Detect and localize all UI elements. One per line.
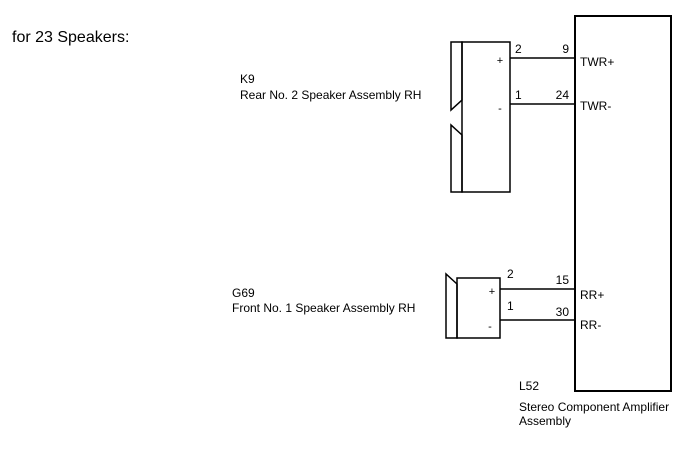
signal-twr-plus: TWR+ — [580, 55, 614, 69]
diagram-heading: for 23 Speakers: — [12, 29, 129, 46]
g69-plus-sign: + — [489, 286, 495, 298]
amp-pin-24: 24 — [556, 88, 570, 102]
k9-name: Rear No. 2 Speaker Assembly RH — [240, 88, 421, 102]
g69-code: G69 — [232, 286, 255, 300]
k9-code: K9 — [240, 72, 255, 86]
k9-connector-body — [461, 41, 511, 193]
k9-pin-1: 1 — [515, 88, 522, 102]
l52-code: L52 — [519, 379, 539, 393]
signal-rr-minus: RR- — [580, 318, 601, 332]
g69-pin-1: 1 — [507, 299, 514, 313]
g69-cone-icon — [445, 272, 458, 339]
amplifier-box — [574, 15, 672, 392]
amp-pin-9: 9 — [562, 42, 569, 56]
amp-pin-15: 15 — [556, 273, 570, 287]
k9-speaker: + - — [450, 41, 511, 193]
g69-speaker: + - — [445, 272, 501, 339]
g69-minus-sign: - — [488, 321, 492, 333]
signal-twr-minus: TWR- — [580, 99, 611, 113]
k9-cone-upper-icon — [450, 41, 463, 112]
amp-pin-30: 30 — [556, 305, 570, 319]
signal-rr-plus: RR+ — [580, 288, 604, 302]
k9-plus-sign: + — [497, 55, 503, 67]
l52-name-line2: Assembly — [519, 414, 571, 428]
g69-name: Front No. 1 Speaker Assembly RH — [232, 301, 415, 315]
k9-minus-sign: - — [498, 103, 502, 115]
l52-name-line1: Stereo Component Amplifier — [519, 400, 669, 414]
g69-pin-2: 2 — [507, 267, 514, 281]
k9-cone-lower-icon — [450, 123, 463, 193]
k9-pin-2: 2 — [515, 42, 522, 56]
